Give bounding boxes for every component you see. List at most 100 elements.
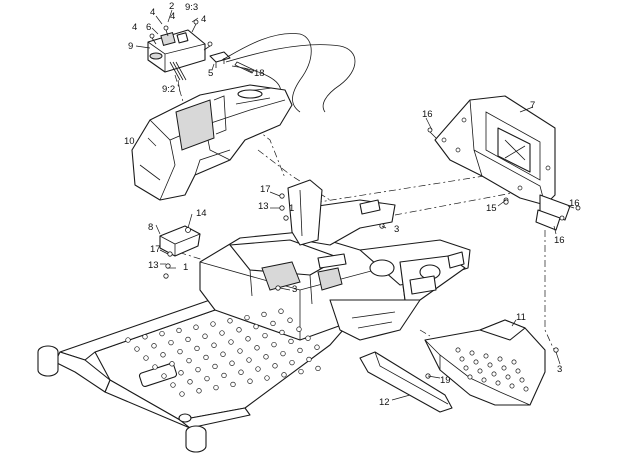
step-plate-part-11 <box>424 319 546 406</box>
callout-1: 1 <box>183 262 188 273</box>
deck-hole <box>314 344 320 350</box>
deck-hole <box>281 372 287 378</box>
deck-hole <box>196 388 202 394</box>
callout-16: 16 <box>554 235 565 246</box>
step-hole <box>495 380 501 386</box>
deck-hole <box>152 364 158 370</box>
step-hole <box>519 377 525 383</box>
deck-hole <box>159 330 165 337</box>
step-hole <box>455 347 461 353</box>
deck-hole <box>280 350 286 357</box>
deck-hole <box>296 326 302 332</box>
step-hole <box>473 359 479 365</box>
deck-hole <box>125 337 131 343</box>
deck-hole <box>193 324 199 330</box>
callout-3: 3 <box>557 364 562 375</box>
callout-17: 17 <box>260 184 271 195</box>
deck-hole <box>178 370 184 376</box>
callout-17: 17 <box>150 244 161 255</box>
deck-hole <box>185 336 191 343</box>
callout-9: 9 <box>128 41 133 52</box>
deck-hole <box>186 357 192 364</box>
callout-9-2: 9:2 <box>162 84 175 95</box>
deck-hole <box>161 373 167 379</box>
fuel-tank-pod-part-10 <box>131 84 293 201</box>
callout-4: 4 <box>170 11 175 22</box>
callout-7: 7 <box>530 100 535 111</box>
step-hole <box>487 362 493 368</box>
callout-10: 10 <box>124 136 135 147</box>
leader-lines <box>135 9 575 401</box>
deck-hole <box>262 332 268 339</box>
callout-1: 1 <box>289 203 294 214</box>
step-hole <box>459 356 465 362</box>
deck-hole <box>247 378 253 384</box>
bracket-part-12 <box>359 351 453 413</box>
deck-hole <box>278 308 284 314</box>
deck-hole <box>298 368 304 375</box>
deck-hole <box>288 338 294 345</box>
step-hole <box>497 356 503 362</box>
step-hole <box>511 359 517 365</box>
callout-9-3: 9:3 <box>185 2 198 13</box>
deck-hole <box>246 357 252 363</box>
callout-2: 2 <box>169 1 174 12</box>
deck-hole <box>229 360 235 366</box>
deck-hole <box>305 335 311 341</box>
step-hole <box>501 365 507 371</box>
deck-hole <box>177 348 183 355</box>
deck-hole <box>213 384 219 391</box>
deck-hole <box>279 329 285 336</box>
deck-hole <box>271 341 277 348</box>
callout-16: 16 <box>422 109 433 120</box>
deck-hole <box>221 372 227 379</box>
step-hole <box>515 368 521 374</box>
callout-12: 12 <box>379 397 390 408</box>
step-hole <box>491 371 497 377</box>
deck-hole <box>195 366 201 373</box>
deck-hole <box>264 375 270 381</box>
callout-13: 13 <box>148 260 159 271</box>
step-hole <box>523 386 529 392</box>
deck-hole <box>169 361 175 367</box>
deck-hole <box>238 369 244 375</box>
callout-4: 4 <box>201 14 206 25</box>
deck-perforations <box>125 308 321 397</box>
deck-hole <box>212 363 218 370</box>
step-hole <box>467 374 473 380</box>
step-hole <box>509 383 515 389</box>
callout-6: 6 <box>146 22 151 33</box>
deck-hole <box>168 339 174 346</box>
deck-hole <box>230 381 236 388</box>
deck-hole <box>134 346 140 352</box>
deck-hole <box>255 366 261 372</box>
deck-hole <box>244 314 250 321</box>
callout-3: 3 <box>394 224 399 235</box>
clip-part-5 <box>209 51 231 68</box>
deck-hole <box>245 336 251 342</box>
deck-hole <box>176 327 182 334</box>
step-plate-holes <box>455 347 529 392</box>
callout-16: 16 <box>569 198 580 209</box>
step-hole <box>481 377 487 383</box>
callout-4: 4 <box>132 22 137 33</box>
deck-hole <box>151 343 157 349</box>
deck-hole <box>179 391 185 397</box>
deck-hole <box>203 354 209 361</box>
step-hole <box>477 368 483 374</box>
callout-labels: 4 2 4 9:3 4 6 4 9 5 18 9:2 10 7 16 16 15… <box>124 1 580 408</box>
deck-hole <box>220 351 226 357</box>
deck-hole <box>143 355 149 361</box>
bracket-part-8 <box>159 225 201 257</box>
callout-5: 5 <box>208 68 213 79</box>
step-hole <box>505 374 511 380</box>
deck-hole <box>160 352 166 358</box>
deck-hole <box>228 339 234 345</box>
deck-hole <box>287 317 293 323</box>
callout-8: 8 <box>148 222 153 233</box>
callout-4: 4 <box>150 7 155 18</box>
control-panel-assembly <box>147 19 213 81</box>
deck-hole <box>270 320 276 327</box>
deck-hole <box>237 348 243 354</box>
